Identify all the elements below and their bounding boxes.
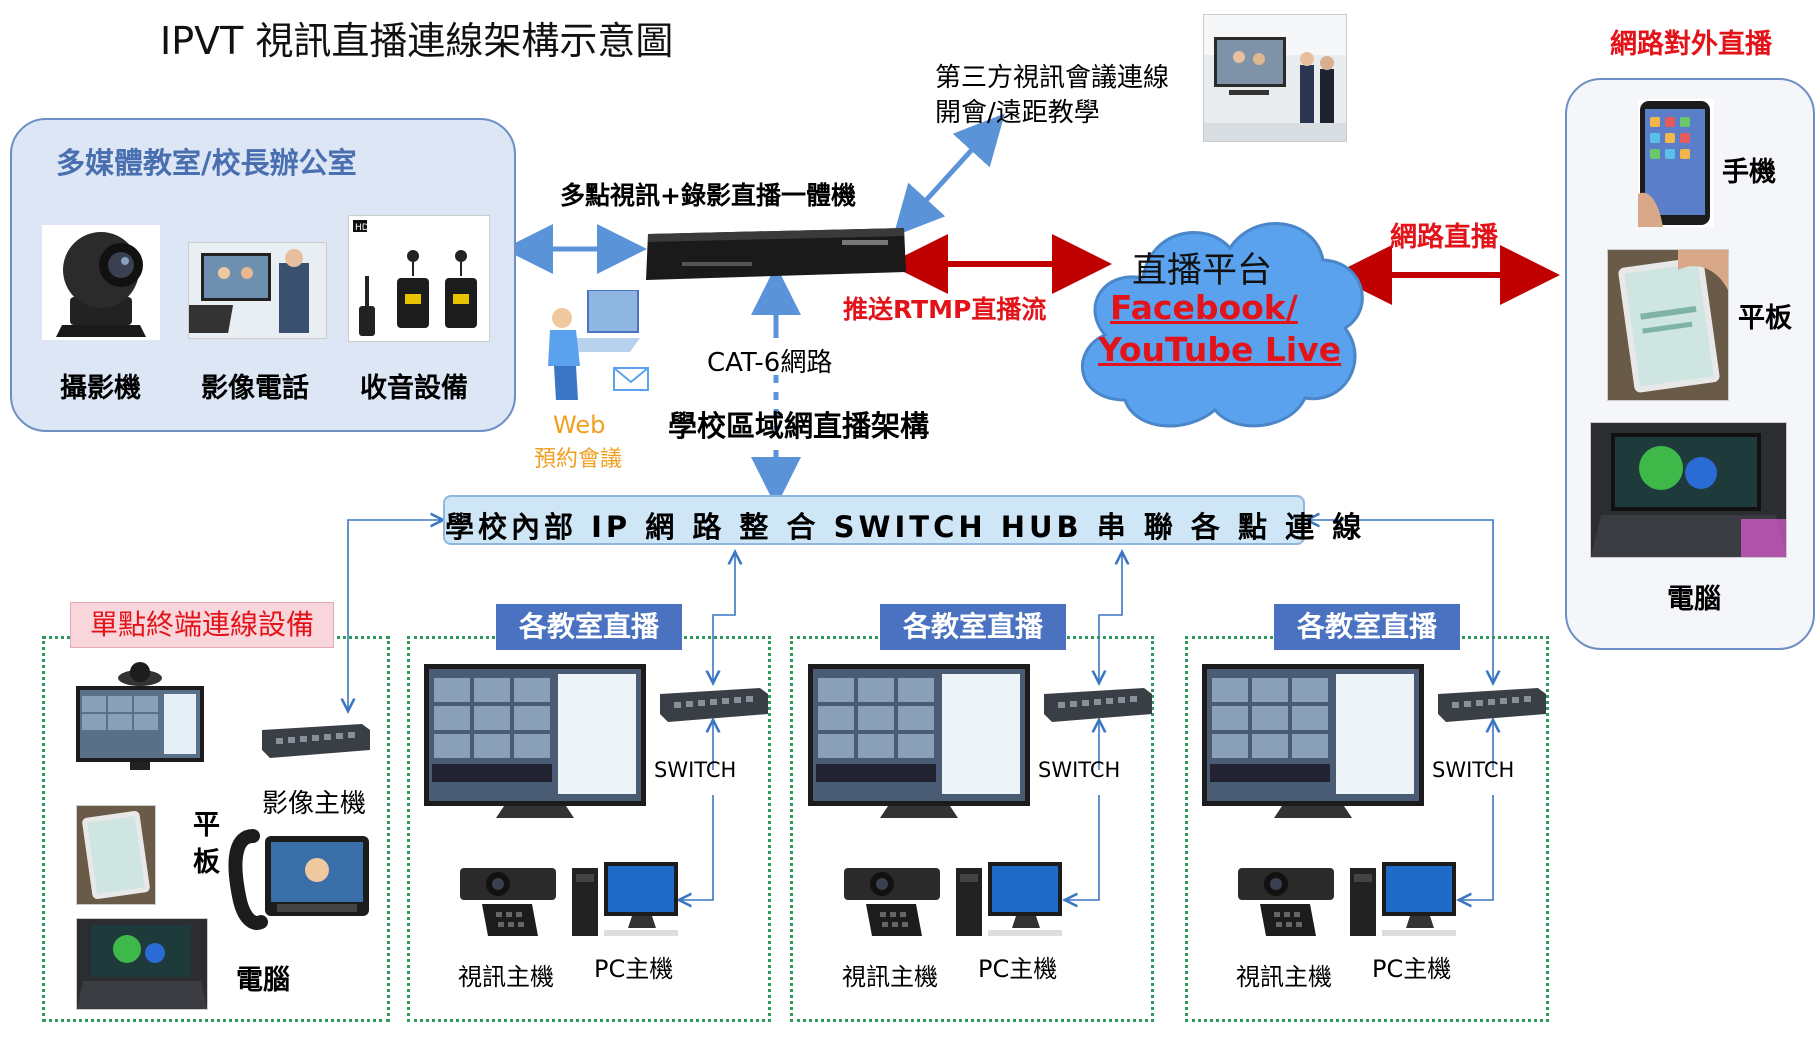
classroom-2-switch-label: SWITCH: [1038, 758, 1121, 782]
mcu-server-image: [642, 228, 910, 280]
server-label: 多點視訊+錄影直播一體機: [560, 181, 856, 210]
wireless-mic-image: HD: [348, 215, 490, 342]
camera-label: 攝影機: [60, 373, 141, 404]
third-party-line2: 開會/遠距教學: [935, 98, 1100, 128]
hub-to-classroom-1: [682, 555, 735, 900]
classroom-1-tv: [424, 664, 646, 826]
multimedia-classroom-title: 多媒體教室/校長辦公室: [56, 146, 357, 180]
switch-hub-label: 學校內部 IP 網 路 整 合 SWITCH HUB 串 聯 各 點 連 線: [445, 510, 1366, 544]
single-point-video-host-label: 影像主機: [262, 789, 367, 819]
classroom-tag-2: 各教室直播: [880, 604, 1066, 650]
page-title: IPVT 視訊直播連線架構示意圖: [160, 19, 674, 63]
single-point-switch: [262, 720, 370, 760]
smartphone-image: [1638, 99, 1714, 227]
right-tablet-label: 平板: [1738, 303, 1792, 334]
web-booking-line2: 預約會議: [534, 447, 623, 472]
right-phone-label: 手機: [1722, 157, 1776, 188]
cloud-youtube: YouTube Live: [1098, 330, 1342, 369]
rtmp-label: 推送RTMP直播流: [843, 295, 1047, 324]
third-party-line1: 第三方視訊會議連線: [935, 63, 1170, 93]
laptop-image: [1590, 422, 1787, 558]
classroom-1-switch: [660, 684, 768, 724]
campus-network-label: 學校區域網直播架構: [668, 409, 930, 443]
classroom-1-switch-label: SWITCH: [654, 758, 737, 782]
classroom-1-pc-label: PC主機: [594, 955, 674, 983]
single-point-laptop-image: [76, 918, 208, 1010]
audio-equipment-label: 收音設備: [360, 373, 468, 404]
single-point-monitor: [72, 656, 208, 774]
classroom-tag-3: 各教室直播: [1274, 604, 1460, 650]
cloud-facebook: Facebook/: [1110, 288, 1298, 327]
classroom-2-pc: [956, 862, 1062, 938]
classroom-3-pc: [1350, 862, 1456, 938]
svg-text:HD: HD: [355, 223, 369, 233]
classroom-3-video-host: [1230, 868, 1342, 938]
ip-phone-image: [225, 826, 373, 936]
live-platform-cloud: [1065, 200, 1370, 435]
web-booking-line1: Web: [553, 411, 606, 439]
classroom-2-switch: [1044, 684, 1152, 724]
classroom-1-video-host-label: 視訊主機: [458, 963, 554, 991]
classroom-3-tv: [1202, 664, 1424, 826]
conference-room-image: [1203, 14, 1347, 142]
single-point-tag: 單點終端連線設備: [70, 602, 334, 648]
web-live-label: 網路直播: [1390, 222, 1498, 253]
single-point-pc-label: 電腦: [236, 965, 290, 996]
classroom-3-video-host-label: 視訊主機: [1236, 963, 1332, 991]
hub-to-classroom-3: [1462, 723, 1493, 900]
third-party-arrow: [893, 113, 1005, 237]
right-pc-label: 電腦: [1667, 584, 1721, 615]
cat6-label: CAT-6網路: [707, 348, 833, 378]
single-point-tablet-image: [76, 805, 156, 905]
classroom-1-video-host: [452, 868, 564, 938]
classroom-3-pc-label: PC主機: [1372, 955, 1452, 983]
tablet-image: [1607, 249, 1729, 401]
video-phone-label: 影像電話: [201, 373, 309, 404]
ptz-camera-image: [42, 225, 160, 340]
classroom-2-tv: [808, 664, 1030, 826]
hub-to-single-point: [348, 520, 440, 708]
classroom-1-pc: [572, 862, 678, 938]
hub-to-right-line: [1310, 520, 1493, 680]
classroom-2-video-host-label: 視訊主機: [842, 963, 938, 991]
classroom-3-switch: [1438, 684, 1546, 724]
cloud-title: 直播平台: [1132, 251, 1273, 291]
web-booking-image: [540, 289, 660, 430]
external-live-title: 網路對外直播: [1610, 29, 1772, 60]
classroom-2-pc-label: PC主機: [978, 955, 1058, 983]
single-point-tablet-label: 平板: [188, 810, 219, 884]
video-phone-image: [188, 242, 327, 339]
classroom-tag-1: 各教室直播: [496, 604, 682, 650]
switch-hub-bar: 學校內部 IP 網 路 整 合 SWITCH HUB 串 聯 各 點 連 線: [443, 495, 1366, 545]
hub-to-classroom-2: [1068, 555, 1122, 900]
classroom-3-switch-label: SWITCH: [1432, 758, 1515, 782]
classroom-2-video-host: [836, 868, 948, 938]
